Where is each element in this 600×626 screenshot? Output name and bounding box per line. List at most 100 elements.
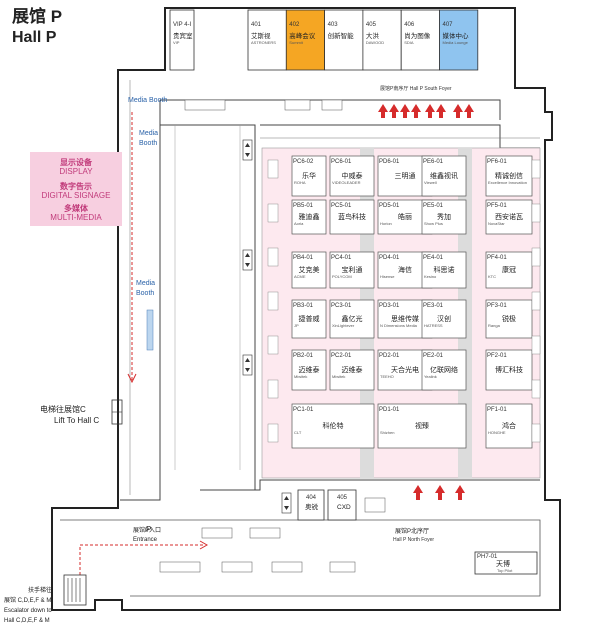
entrance-p: P xyxy=(146,525,151,534)
room-number: VIP 4-I xyxy=(173,22,192,28)
zone-label-en: DISPLAY xyxy=(59,167,93,176)
booth-code: PF5-01 xyxy=(487,203,507,209)
room-number: 405 xyxy=(366,22,377,28)
booth-name-en: Ranga xyxy=(488,323,501,328)
booth-code: PE5-01 xyxy=(423,203,444,209)
booth-code: PB5-01 xyxy=(293,203,314,209)
media-booth-low-1: Media xyxy=(136,280,155,287)
booth-pe6-01 xyxy=(421,155,467,197)
booth-pe4-01 xyxy=(421,251,467,289)
booth-pe5-01 xyxy=(421,199,467,235)
arrow-up-icon xyxy=(455,485,465,500)
room-name: 贵宾室 xyxy=(173,31,193,40)
room-number: 406 xyxy=(404,22,415,28)
booth-code: PD4-01 xyxy=(379,255,400,261)
booth-name: 康冠 xyxy=(502,265,516,274)
media-booth-mid-1: Media xyxy=(139,130,158,137)
booth-pd1-01 xyxy=(377,403,467,449)
booth-name: 雅迪鑫 xyxy=(299,212,320,221)
zone-legend-box xyxy=(30,152,122,226)
room-vip xyxy=(169,9,195,71)
booth-name-en: Hisense xyxy=(380,274,395,279)
booth-name: 鸿合 xyxy=(502,421,516,430)
booth-pb2-01 xyxy=(291,349,327,391)
small-booth xyxy=(531,335,541,355)
small-booth xyxy=(267,203,279,223)
service-counters xyxy=(159,99,386,573)
booth-name: 秀加 xyxy=(437,212,451,221)
room-404 xyxy=(297,489,325,521)
north-foyer-cn: 展馆P北序厅 xyxy=(395,527,429,535)
escalator-icon xyxy=(63,574,87,606)
room-number: 407 xyxy=(443,22,454,28)
room-name: 尚为图像 xyxy=(404,31,431,40)
room-name-en: VIP xyxy=(173,40,180,45)
room-404-num: 404 xyxy=(306,495,317,501)
booth-name: 宝利通 xyxy=(342,265,363,274)
room-401 xyxy=(247,9,287,71)
small-booth xyxy=(531,423,541,443)
room-405-num: 405 xyxy=(337,495,348,501)
booth-name: 西安诺瓦 xyxy=(495,212,523,221)
booth-name-en: KTC xyxy=(488,274,496,279)
booth-pe2-01 xyxy=(421,349,467,391)
booth-name: 精诚创信 xyxy=(495,171,523,180)
booth-ph7-name: 天博 xyxy=(496,559,510,568)
booth-pc5-01 xyxy=(329,199,375,235)
hall-outline xyxy=(51,7,561,611)
booth-code: PC5-01 xyxy=(331,203,352,209)
room-405 xyxy=(327,489,357,521)
booth-name: 锐极 xyxy=(502,314,516,323)
booth-name: 乐华 xyxy=(302,171,316,180)
media-booth-mid-2: Booth xyxy=(139,140,157,147)
booth-pc4-01 xyxy=(329,251,375,289)
zone-label-cn: 多媒体 xyxy=(64,203,89,213)
booth-pf3-01 xyxy=(485,299,533,339)
room-number: 401 xyxy=(251,22,262,28)
room-name-en: Summit xyxy=(289,40,303,45)
booth-code: PD2-01 xyxy=(379,353,400,359)
booth-code: PD3-01 xyxy=(379,303,400,309)
booth-ph7-code: PH7-01 xyxy=(477,554,498,560)
booth-name-en: VIDEOLEADER xyxy=(332,180,361,185)
arrow-up-icon xyxy=(389,104,399,118)
escalator-line-4: Hall C,D,E,F & M xyxy=(4,618,50,624)
booth-code: PB4-01 xyxy=(293,255,314,261)
booth-name-en: JP xyxy=(294,323,299,328)
entrance-arrows xyxy=(378,104,474,500)
booth-name-en: Miwitek xyxy=(294,374,307,379)
arrow-up-icon xyxy=(453,104,463,118)
booth-code: PB2-01 xyxy=(293,353,314,359)
booth-name-en: Horion xyxy=(380,221,392,226)
room-404-name: 奥锐 xyxy=(305,502,319,511)
booth-ph7-01 xyxy=(474,551,538,575)
small-booth xyxy=(267,291,279,311)
booth-name-en: Show Plus xyxy=(424,221,443,226)
booth-code: PC6-01 xyxy=(331,159,352,165)
booth-pb4-01 xyxy=(291,251,327,289)
booth-name-en: Aoria xyxy=(294,221,304,226)
booth-pb5-01 xyxy=(291,199,327,235)
room-406 xyxy=(400,9,440,71)
title-en: Hall P xyxy=(12,29,57,46)
booth-code: PE6-01 xyxy=(423,159,444,165)
arrow-up-icon xyxy=(413,485,423,500)
booth-code: PF4-01 xyxy=(487,255,507,261)
south-foyer-label: 展馆P南序厅 Hall P South Foyer xyxy=(380,85,452,92)
room-403 xyxy=(324,9,364,71)
escalator-line-3: Escalator down to xyxy=(4,608,52,614)
booth-name: 视臻 xyxy=(415,421,429,430)
media-kiosk xyxy=(146,309,154,351)
arrow-up-icon xyxy=(436,104,446,118)
booth-name-en: NovaStar xyxy=(488,221,505,226)
booth-name-en: ROHA xyxy=(294,180,306,185)
booth-name: 亿联网络 xyxy=(430,365,458,374)
booth-pc6-02 xyxy=(291,155,327,197)
media-booth-top: Media Booth xyxy=(128,97,167,104)
lift-label-cn: 电梯往展馆C xyxy=(40,404,86,414)
zone-label-en: DIGITAL SIGNAGE xyxy=(42,191,111,200)
zone-label-cn: 数字告示 xyxy=(60,181,92,191)
booth-name: 维鑫视讯 xyxy=(430,171,458,180)
booth-code: PC6-02 xyxy=(293,159,314,165)
